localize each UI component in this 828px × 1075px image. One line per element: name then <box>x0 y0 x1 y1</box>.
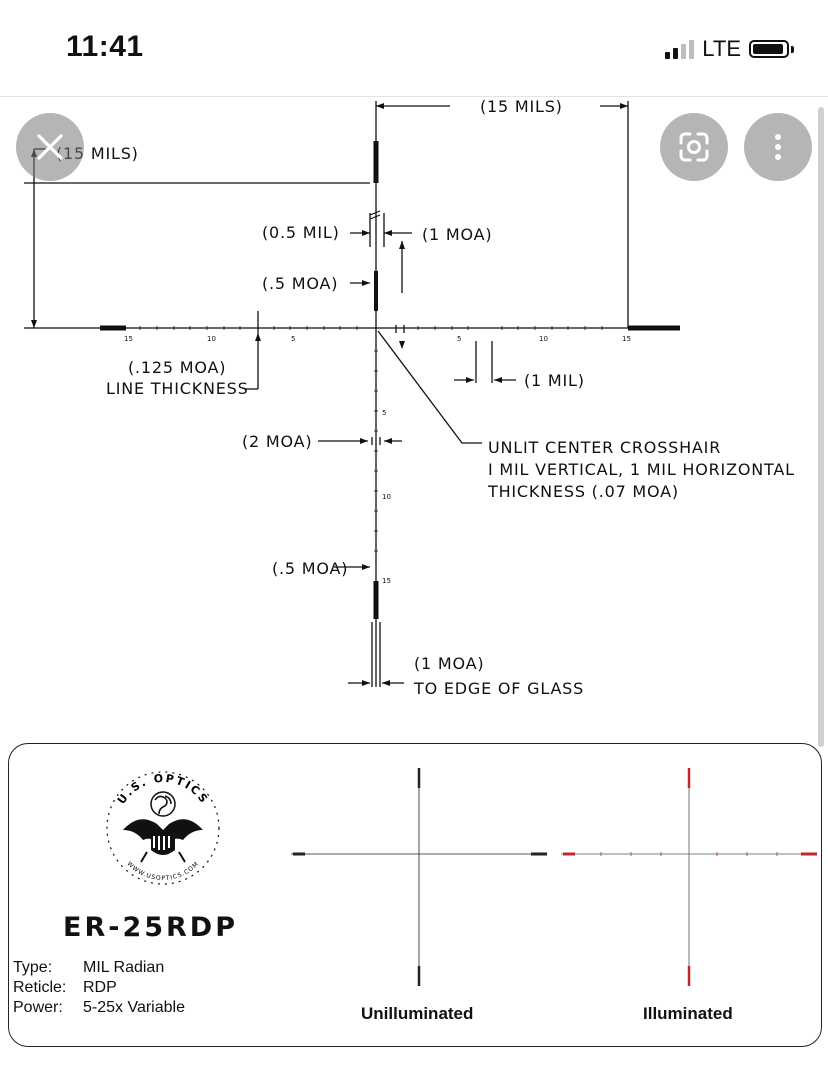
tick-label: 10 <box>207 335 216 343</box>
spec-value: MIL Radian <box>83 959 165 976</box>
illuminated-caption: Illuminated <box>643 1004 733 1023</box>
more-vertical-icon <box>775 134 781 160</box>
signal-icon <box>665 39 695 59</box>
image-viewer: 15 10 5 5 10 15 5 10 15 (15 MILS) (15 MI… <box>0 97 828 1075</box>
battery-icon <box>749 40 789 58</box>
battery-cap <box>791 45 794 53</box>
status-indicators: LTE <box>665 36 794 62</box>
network-label: LTE <box>702 36 741 61</box>
label-1-moa-bottom: (1 MOA) <box>414 654 484 673</box>
google-lens-icon <box>679 132 709 162</box>
spec-value: RDP <box>83 979 117 996</box>
scrollbar[interactable] <box>818 107 824 747</box>
label-line-thickness-value: (.125 MOA) <box>128 358 226 377</box>
label-center-line-1: UNLIT CENTER CROSSHAIR <box>488 438 721 457</box>
more-options-button[interactable] <box>744 113 812 181</box>
spec-key: Type: <box>13 959 53 976</box>
us-optics-seal-logo: U.S. OPTICS WWW.USOPTICS.COM <box>106 771 220 885</box>
label-center-line-2: I MIL VERTICAL, 1 MIL HORIZONTAL <box>488 460 795 479</box>
spec-key: Reticle: <box>13 979 67 996</box>
spec-value: 5-25x Variable <box>83 999 185 1016</box>
label-half-moa-upper: (.5 MOA) <box>262 274 338 293</box>
tick-label: 15 <box>622 335 631 343</box>
label-2-moa: (2 MOA) <box>242 432 312 451</box>
label-line-thickness: LINE THICKNESS <box>106 379 249 398</box>
spec-list: Type: MIL Radian Reticle: RDP Power: 5-25x … <box>13 958 185 1018</box>
close-icon <box>37 134 63 160</box>
label-1-moa-top: (1 MOA) <box>422 225 492 244</box>
status-bar: 11:41 LTE <box>0 0 828 97</box>
website-text: WWW.USOPTICS.COM <box>126 860 200 882</box>
label-half-mil: (0.5 MIL) <box>262 223 340 242</box>
unilluminated-caption: Unilluminated <box>361 1004 474 1023</box>
label-1-mil: (1 MIL) <box>524 371 585 390</box>
spec-key: Power: <box>13 999 63 1016</box>
tick-label: 15 <box>124 335 133 343</box>
tick-label: 10 <box>539 335 548 343</box>
tick-label: 5 <box>457 335 461 343</box>
spec-row: Type: MIL Radian <box>13 958 185 978</box>
label-half-moa-lower: (.5 MOA) <box>272 559 348 578</box>
reticle-diagram: 15 10 5 5 10 15 5 10 15 (15 MILS) (15 MI… <box>24 97 795 698</box>
spec-row: Power: 5-25x Variable <box>13 998 185 1018</box>
tick-label: 5 <box>291 335 295 343</box>
model-name: ER-25RDP <box>63 912 239 943</box>
label-edge-of-glass: TO EDGE OF GLASS <box>413 679 584 698</box>
svg-text:WWW.USOPTICS.COM: WWW.USOPTICS.COM <box>126 860 201 882</box>
label-top-15-mils: (15 MILS) <box>480 97 563 116</box>
google-lens-button[interactable] <box>660 113 728 181</box>
tick-label: 5 <box>382 409 386 417</box>
unilluminated-reticle-thumbnail <box>291 768 547 986</box>
illuminated-reticle-thumbnail <box>561 768 817 986</box>
tick-label: 15 <box>382 577 391 585</box>
spec-card: U.S. OPTICS WWW.USOPTICS.COM ER-25RDP Ty… <box>8 743 822 1047</box>
tick-label: 10 <box>382 493 391 501</box>
close-button[interactable] <box>16 113 84 181</box>
label-center-line-3: THICKNESS (.07 MOA) <box>487 482 679 501</box>
spec-row: Reticle: RDP <box>13 978 185 998</box>
status-time: 11:41 <box>66 30 144 63</box>
